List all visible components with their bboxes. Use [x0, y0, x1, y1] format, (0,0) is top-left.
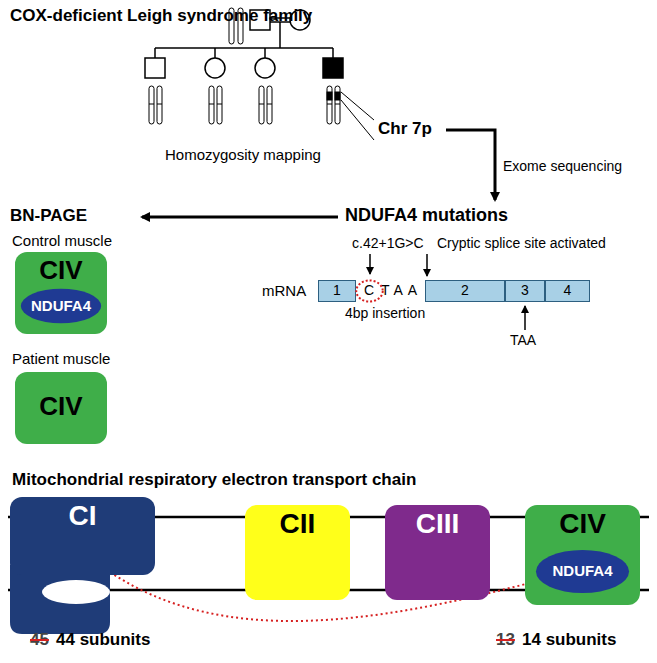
subunit-count: 44 subunits — [56, 630, 150, 650]
axis-label: Homozygosity mapping — [165, 146, 321, 163]
node-text: CIV — [39, 392, 82, 421]
node-text: 4 — [564, 283, 572, 298]
chromosome-label: Chr 7p — [378, 119, 432, 139]
figure-title: COX-deficient Leigh syndrome family — [10, 6, 312, 26]
chromosomes — [149, 8, 340, 124]
node-text: 1 — [333, 283, 341, 298]
subunit-ellipse: NDUFA4 — [535, 549, 630, 594]
node-text: CII — [280, 509, 316, 540]
node-text: CIV — [559, 509, 606, 540]
exon-box: 2 — [425, 280, 505, 302]
subunit-ellipse: NDUFA4 — [20, 288, 102, 324]
exon-box: 4 — [545, 280, 590, 302]
node-text: NDUFA4 — [552, 563, 612, 580]
old-count: 45 — [30, 630, 49, 650]
pointer-arrow — [426, 254, 428, 276]
annotation-label: Cryptic splice site activated — [437, 235, 606, 251]
section-title: Mitochondrial respiratory electron trans… — [12, 470, 416, 490]
annotation-label: 4bp insertion — [345, 305, 425, 321]
stop-codon-label: TAA — [510, 332, 536, 348]
transcript-label: mRNA — [262, 282, 306, 299]
subunit-count: 14 subunits — [522, 630, 616, 650]
flow-arrow — [142, 216, 338, 219]
node-text: CI — [69, 501, 97, 532]
complex-box: CIII — [385, 505, 490, 600]
node-text: NDUFA4 — [31, 298, 91, 315]
exon-box: 3 — [505, 280, 545, 302]
node-text: C — [364, 283, 374, 298]
sample-label: Patient muscle — [12, 350, 110, 367]
complex-arm — [10, 565, 110, 634]
exon-box: 1 — [318, 280, 356, 302]
node-text: 2 — [461, 283, 469, 298]
node-text: 3 — [521, 283, 529, 298]
zoom-lines — [341, 92, 374, 140]
gene-label: NDUFA4 mutations — [345, 205, 508, 226]
subunit-cavity — [42, 580, 110, 604]
complex-box: CIV — [15, 372, 107, 444]
flow-arrow — [446, 130, 495, 200]
node-text: CIV — [39, 256, 82, 285]
complex-box: CII — [245, 505, 350, 600]
mutation-label: c.42+1G>C — [352, 235, 424, 251]
complex-box: CI — [10, 497, 155, 575]
complex-box: CIV NDUFA4 — [15, 252, 107, 334]
pointer-arrow — [369, 254, 371, 274]
insertion-label: TAA — [381, 282, 422, 298]
mutated-base: C — [356, 280, 383, 302]
sample-label: Control muscle — [12, 232, 112, 249]
complex-box: CIV NDUFA4 — [525, 505, 640, 605]
pointer-arrow — [524, 306, 526, 330]
old-count: 13 — [496, 630, 515, 650]
node-text: CIII — [416, 509, 460, 540]
step-label: Exome sequencing — [503, 158, 622, 174]
method-label: BN-PAGE — [10, 206, 87, 226]
